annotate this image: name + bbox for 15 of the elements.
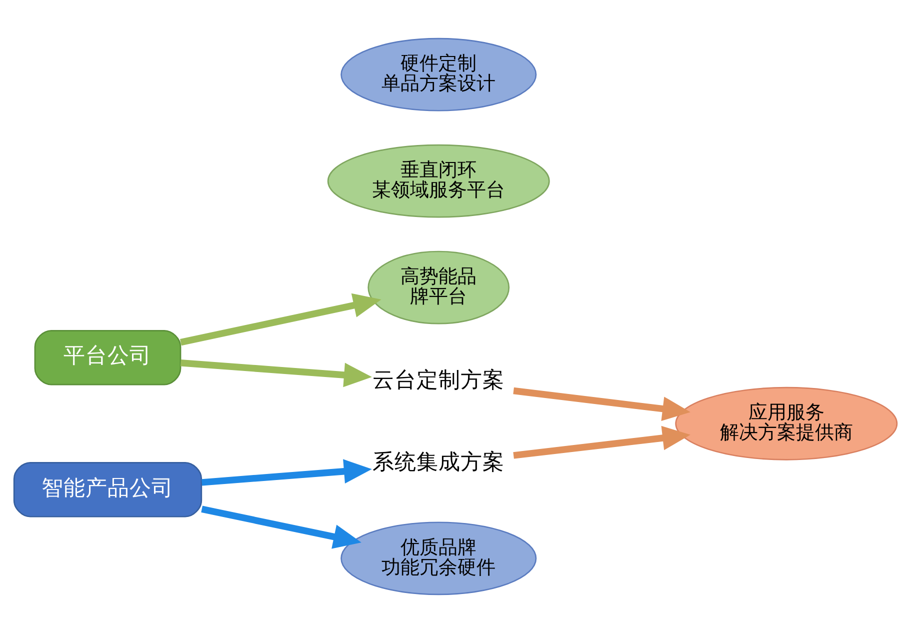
node-box: 平台公司	[34, 329, 182, 385]
arrow	[513, 386, 690, 420]
node-ellipse: 优质品牌功能冗余硬件	[340, 521, 537, 595]
node-ellipse: 硬件定制单品方案设计	[340, 37, 537, 111]
node-ellipse: 垂直闭环某领域服务平台	[327, 144, 550, 218]
node-ellipse: 应用服务解决方案提供商	[675, 386, 898, 460]
node-text: 系统集成方案	[372, 450, 505, 475]
node-text: 云台定制方案	[372, 367, 505, 392]
node-box: 智能产品公司	[13, 462, 202, 517]
node-ellipse: 高势能品牌平台	[368, 250, 510, 324]
arrow	[201, 505, 362, 548]
arrow	[513, 425, 690, 458]
arrow	[180, 292, 382, 346]
arrow	[180, 359, 372, 387]
arrow	[202, 458, 372, 486]
